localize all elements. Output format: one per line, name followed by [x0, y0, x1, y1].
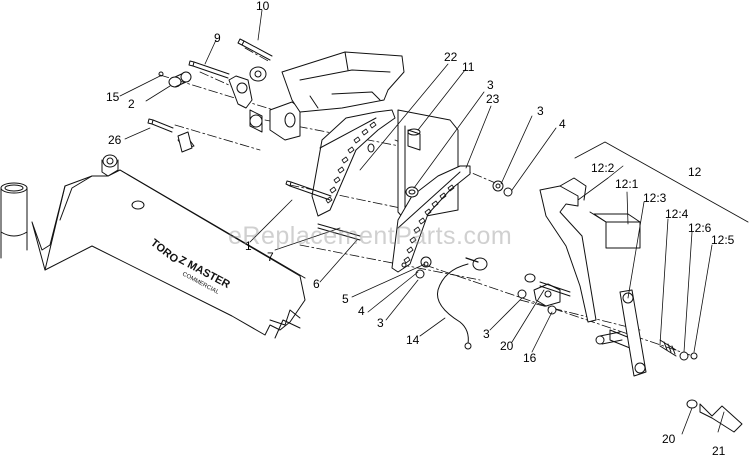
leader-lines: [119, 9, 725, 435]
frame-tube: TORO Z MASTER COMMERCIAL: [31, 169, 306, 339]
quadrant-plate-front: [391, 165, 471, 273]
assembly-bracket: [574, 141, 749, 223]
callout-12-1: 12:1: [615, 177, 639, 191]
callout-16: 16: [523, 351, 537, 365]
callout-12-4: 12:4: [665, 207, 689, 221]
callout-12-2: 12:2: [591, 161, 615, 175]
callout-3-bottom: 3: [377, 316, 384, 330]
callout-6: 6: [313, 277, 320, 291]
callout-20-lower: 20: [662, 432, 676, 446]
lever-assembly: [539, 177, 647, 377]
callout-2: 2: [128, 97, 135, 111]
quadrant-plate-rear: [311, 109, 396, 217]
callout-12: 12: [688, 165, 702, 179]
callout-5: 5: [342, 292, 349, 306]
callout-12-5: 12:5: [711, 233, 735, 247]
callout-23: 23: [486, 92, 500, 106]
callout-12-3: 12:3: [643, 191, 667, 205]
callout-4-bottom: 4: [358, 304, 365, 318]
callout-26: 26: [108, 133, 122, 147]
callout-20-upper: 20: [500, 339, 514, 353]
callout-22: 22: [444, 50, 458, 64]
callout-10: 10: [256, 0, 270, 13]
callout-14: 14: [406, 333, 420, 347]
callout-3-top: 3: [487, 78, 494, 92]
callout-15: 15: [106, 90, 120, 104]
callout-3-right: 3: [537, 104, 544, 118]
callout-7: 7: [267, 250, 274, 264]
upright-tube: [0, 182, 28, 259]
callout-9: 9: [214, 31, 221, 45]
callout-1: 1: [245, 239, 252, 253]
callout-12-6: 12:6: [688, 221, 712, 235]
callout-11: 11: [462, 60, 475, 74]
callout-21: 21: [712, 444, 726, 458]
pivot-brackets: [101, 66, 301, 177]
upper-mount-bracket: [281, 51, 405, 113]
bolt-10: [241, 40, 273, 61]
watermark: eReplacementParts.com: [228, 222, 513, 250]
lynch-pin-lanyard: [436, 257, 488, 350]
callout-4-top: 4: [559, 117, 566, 131]
callout-3-lower: 3: [483, 327, 490, 341]
